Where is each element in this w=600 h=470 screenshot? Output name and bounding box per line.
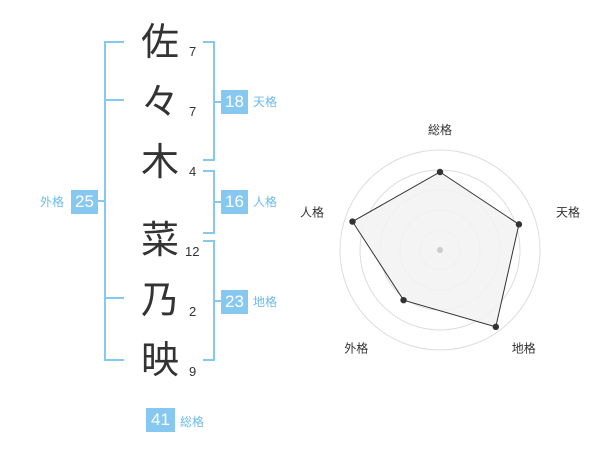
stroke-count-2: 7 — [189, 104, 197, 119]
radar-axis-label-1: 天格 — [556, 204, 580, 219]
soukaku-value-badge: 41 — [146, 408, 175, 432]
gaikaku-tick-2 — [104, 297, 124, 299]
name-char-5: 乃 — [140, 278, 179, 322]
radar-point-外格 — [400, 296, 407, 304]
name-char-2: 々 — [140, 80, 179, 124]
tenkaku-value-badge: 18 — [221, 90, 248, 114]
soukaku-label: 総格 — [180, 415, 205, 429]
stroke-count-3: 4 — [189, 164, 197, 179]
name-char-6: 映 — [140, 338, 179, 382]
stroke-count-1: 7 — [189, 44, 197, 59]
chikaku-value-badge: 23 — [221, 290, 248, 314]
radar-axis-label-3: 外格 — [344, 341, 368, 356]
radar-axis-label-0: 総格 — [428, 122, 452, 137]
jinkaku-label: 人格 — [253, 195, 278, 209]
gaikaku-connector — [98, 200, 106, 202]
radar-area — [351, 171, 520, 328]
tenkaku-connector — [213, 101, 221, 103]
radar-points — [349, 168, 523, 331]
gaikaku-label: 外格 — [40, 195, 65, 209]
radar-point-人格 — [349, 218, 356, 225]
radar-center-dot — [437, 247, 443, 253]
tenkaku-label: 天格 — [253, 95, 278, 109]
stroke-count-4: 12 — [185, 244, 200, 259]
stroke-count-5: 2 — [189, 304, 197, 319]
name-char-1: 佐 — [140, 20, 179, 64]
stroke-count-6: 9 — [189, 364, 197, 379]
jinkaku-connector — [213, 201, 221, 203]
jinkaku-value-badge: 16 — [221, 190, 248, 214]
radar-axis-label-4: 人格 — [300, 204, 324, 219]
chikaku-label: 地格 — [253, 295, 278, 309]
radar-point-地格 — [492, 323, 500, 331]
name-char-3: 木 — [140, 140, 179, 184]
gaikaku-tick-1 — [104, 99, 124, 101]
name-char-4: 菜 — [140, 218, 179, 262]
gaikaku-value-badge: 25 — [71, 190, 98, 214]
radar-axis-label-2: 地格 — [512, 341, 536, 356]
radar-point-総格 — [436, 168, 444, 176]
radar-point-天格 — [515, 221, 523, 228]
chikaku-connector — [213, 300, 221, 302]
